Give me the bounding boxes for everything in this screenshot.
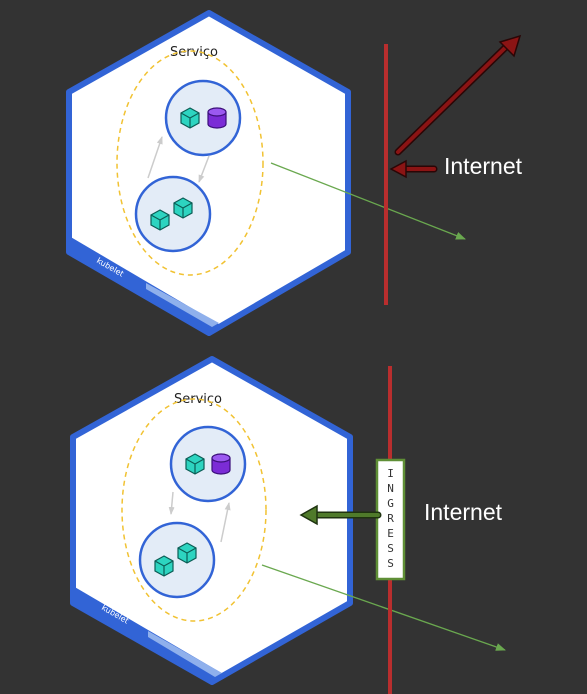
ingress-inbound-arrow — [299, 504, 382, 526]
bottom-docker-bar — [148, 631, 222, 677]
container-cube-icon — [154, 555, 174, 577]
top-docker-bar — [146, 283, 219, 327]
ingress-letter: R — [387, 512, 394, 525]
bottom-pod-link-down-arrow — [168, 491, 175, 515]
bottom-pod-upper — [169, 425, 247, 503]
container-cube-icon — [177, 542, 197, 564]
volume-cylinder-icon — [207, 107, 227, 129]
ingress-letter: S — [387, 542, 394, 555]
container-cube-icon — [180, 107, 200, 129]
bottom-pod-link-up-arrow — [220, 502, 231, 543]
container-cube-icon — [173, 197, 193, 219]
top-pod-link-down-arrow — [198, 155, 210, 183]
top-service-outline — [116, 50, 264, 276]
bottom-node-hexagon: kubelet Docker — [70, 356, 353, 685]
ingress-letter: I — [387, 467, 394, 480]
ingress-letter: S — [387, 557, 394, 570]
container-cube-icon — [185, 453, 205, 475]
top-node-hexagon: kubelet Docker — [66, 10, 351, 336]
volume-cylinder-icon — [211, 453, 231, 475]
container-cube-icon — [150, 209, 170, 231]
top-egress-arrow — [270, 162, 466, 240]
top-service-label: Serviço — [170, 45, 218, 60]
top-pod-link-up-arrow — [147, 136, 163, 179]
ingress-letter: G — [387, 497, 394, 510]
top-internet-label: Internet — [444, 153, 523, 179]
ingress-letter: E — [387, 527, 394, 540]
bottom-panel: kubelet Docker Serviço — [70, 356, 506, 694]
top-internet-inbound-arrow — [389, 159, 438, 179]
top-internet-double-arrow — [394, 34, 522, 156]
bottom-internet-label: Internet — [424, 499, 503, 525]
bottom-pod-lower — [138, 521, 216, 599]
ingress-letter: N — [387, 482, 394, 495]
top-panel: kubelet Docker Serviço — [66, 10, 523, 336]
bottom-egress-arrow — [261, 564, 506, 651]
bottom-service-label: Serviço — [174, 392, 222, 407]
bottom-service-outline — [121, 398, 267, 622]
top-pod-upper — [164, 79, 242, 157]
top-pod-lower — [134, 175, 212, 253]
